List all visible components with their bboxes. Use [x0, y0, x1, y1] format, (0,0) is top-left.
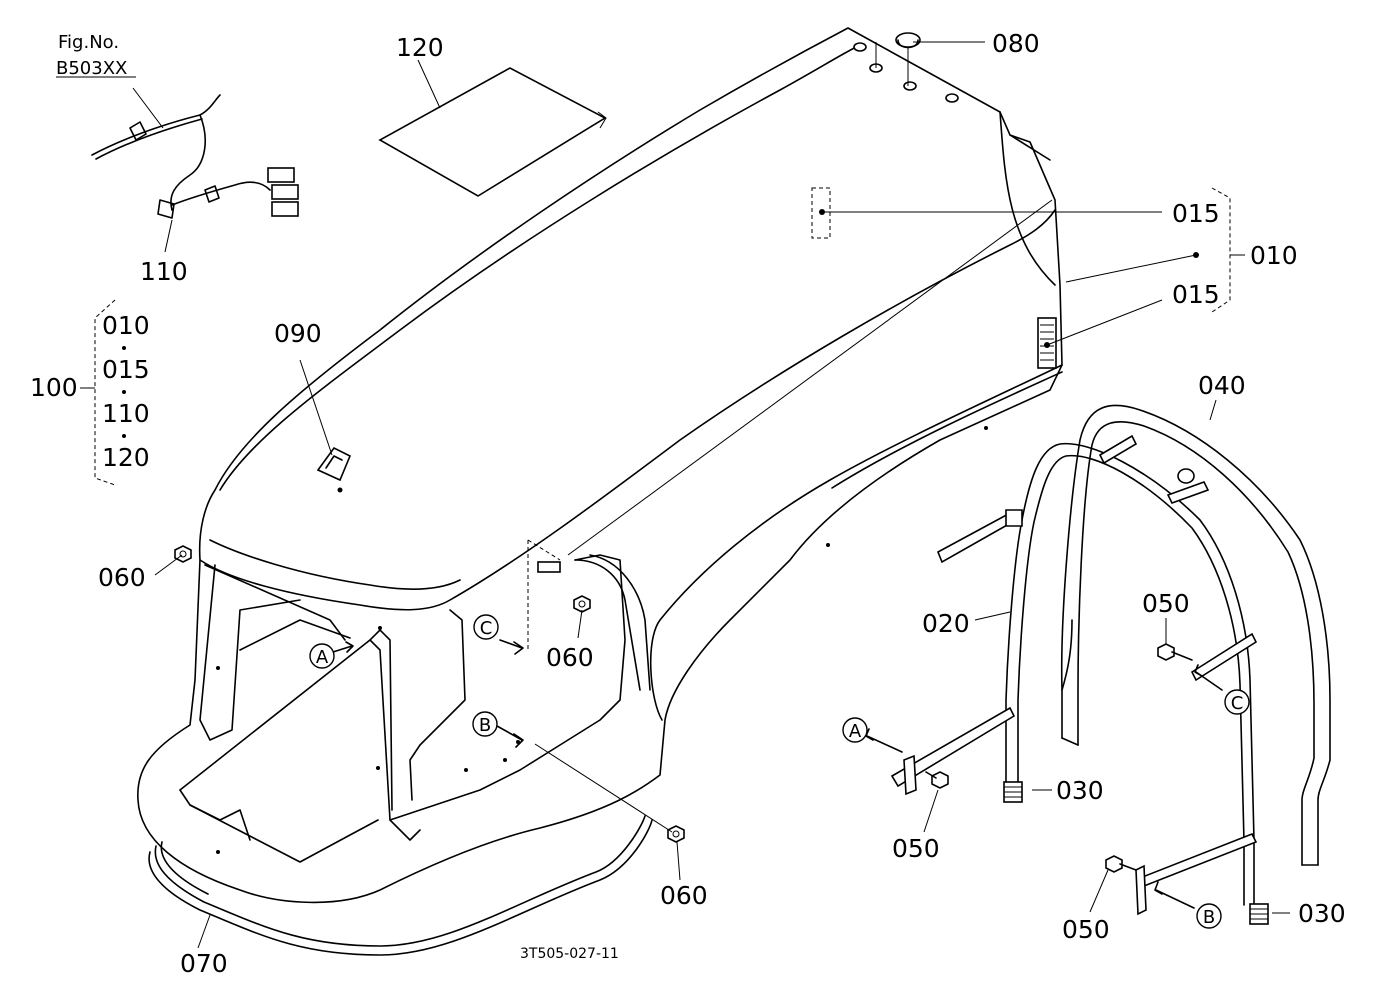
- label-060-bottom: 060: [660, 881, 708, 910]
- label-020: 020: [922, 609, 970, 638]
- label-100: 100: [30, 373, 78, 402]
- assembly-item-3: 110: [102, 399, 150, 428]
- callout-c-frame: C: [1224, 689, 1250, 715]
- nut-060-mid: [573, 595, 591, 613]
- svg-text:B: B: [1203, 907, 1215, 928]
- label-050-upper: 050: [1142, 589, 1190, 618]
- fig-no-label: Fig.No.: [58, 32, 119, 53]
- label-010: 010: [1250, 241, 1298, 270]
- label-060-left: 060: [98, 563, 146, 592]
- callout-b-hood: B: [472, 711, 498, 737]
- cap-080: [875, 32, 921, 86]
- decal-sheet: [378, 67, 607, 197]
- fig-no-code: B503XX: [56, 58, 127, 79]
- label-030-left: 030: [1056, 776, 1104, 805]
- label-030-right: 030: [1298, 899, 1346, 928]
- label-050-right: 050: [1062, 915, 1110, 944]
- svg-text:A: A: [849, 721, 862, 742]
- callout-a-hood: A: [309, 643, 335, 669]
- spring-030-left: [1003, 781, 1023, 803]
- spring-030-right: [1249, 903, 1269, 925]
- label-050-left: 050: [892, 834, 940, 863]
- svg-text:A: A: [316, 647, 329, 668]
- label-120: 120: [396, 33, 444, 62]
- label-015-upper: 015: [1172, 199, 1220, 228]
- svg-text:B: B: [479, 715, 491, 736]
- frame-040: [1060, 404, 1331, 866]
- callout-b-frame: B: [1196, 903, 1222, 929]
- nut-060-left: [174, 545, 192, 563]
- label-070: 070: [180, 949, 228, 978]
- label-040: 040: [1198, 371, 1246, 400]
- label-060-mid: 060: [546, 643, 594, 672]
- part-labels: Fig.No. B503XX 120 080 015 010 015 110 0…: [30, 29, 1346, 978]
- callout-a-frame: A: [842, 717, 868, 743]
- nut-060-bottom: [667, 825, 685, 843]
- bolt-050-upper: [1157, 643, 1193, 661]
- svg-text:C: C: [480, 618, 493, 639]
- wire-harness: [91, 87, 299, 253]
- drawing-code: 3T505-027-11: [520, 946, 619, 962]
- frame-020: [890, 434, 1258, 916]
- label-080: 080: [992, 29, 1040, 58]
- latch-090: [316, 446, 352, 493]
- assembly-item-4: 120: [102, 443, 150, 472]
- assembly-item-2: 015: [102, 355, 150, 384]
- bolt-050-right: [1105, 855, 1137, 873]
- callout-c-hood: C: [473, 614, 499, 640]
- label-090: 090: [274, 319, 322, 348]
- hood-body: [137, 27, 1063, 904]
- label-015-lower: 015: [1172, 280, 1220, 309]
- assembly-item-1: 010: [102, 311, 150, 340]
- bolt-050-left: [925, 771, 949, 789]
- label-110: 110: [140, 257, 188, 286]
- hood-rubber-strip: [148, 815, 653, 956]
- svg-text:C: C: [1231, 693, 1244, 714]
